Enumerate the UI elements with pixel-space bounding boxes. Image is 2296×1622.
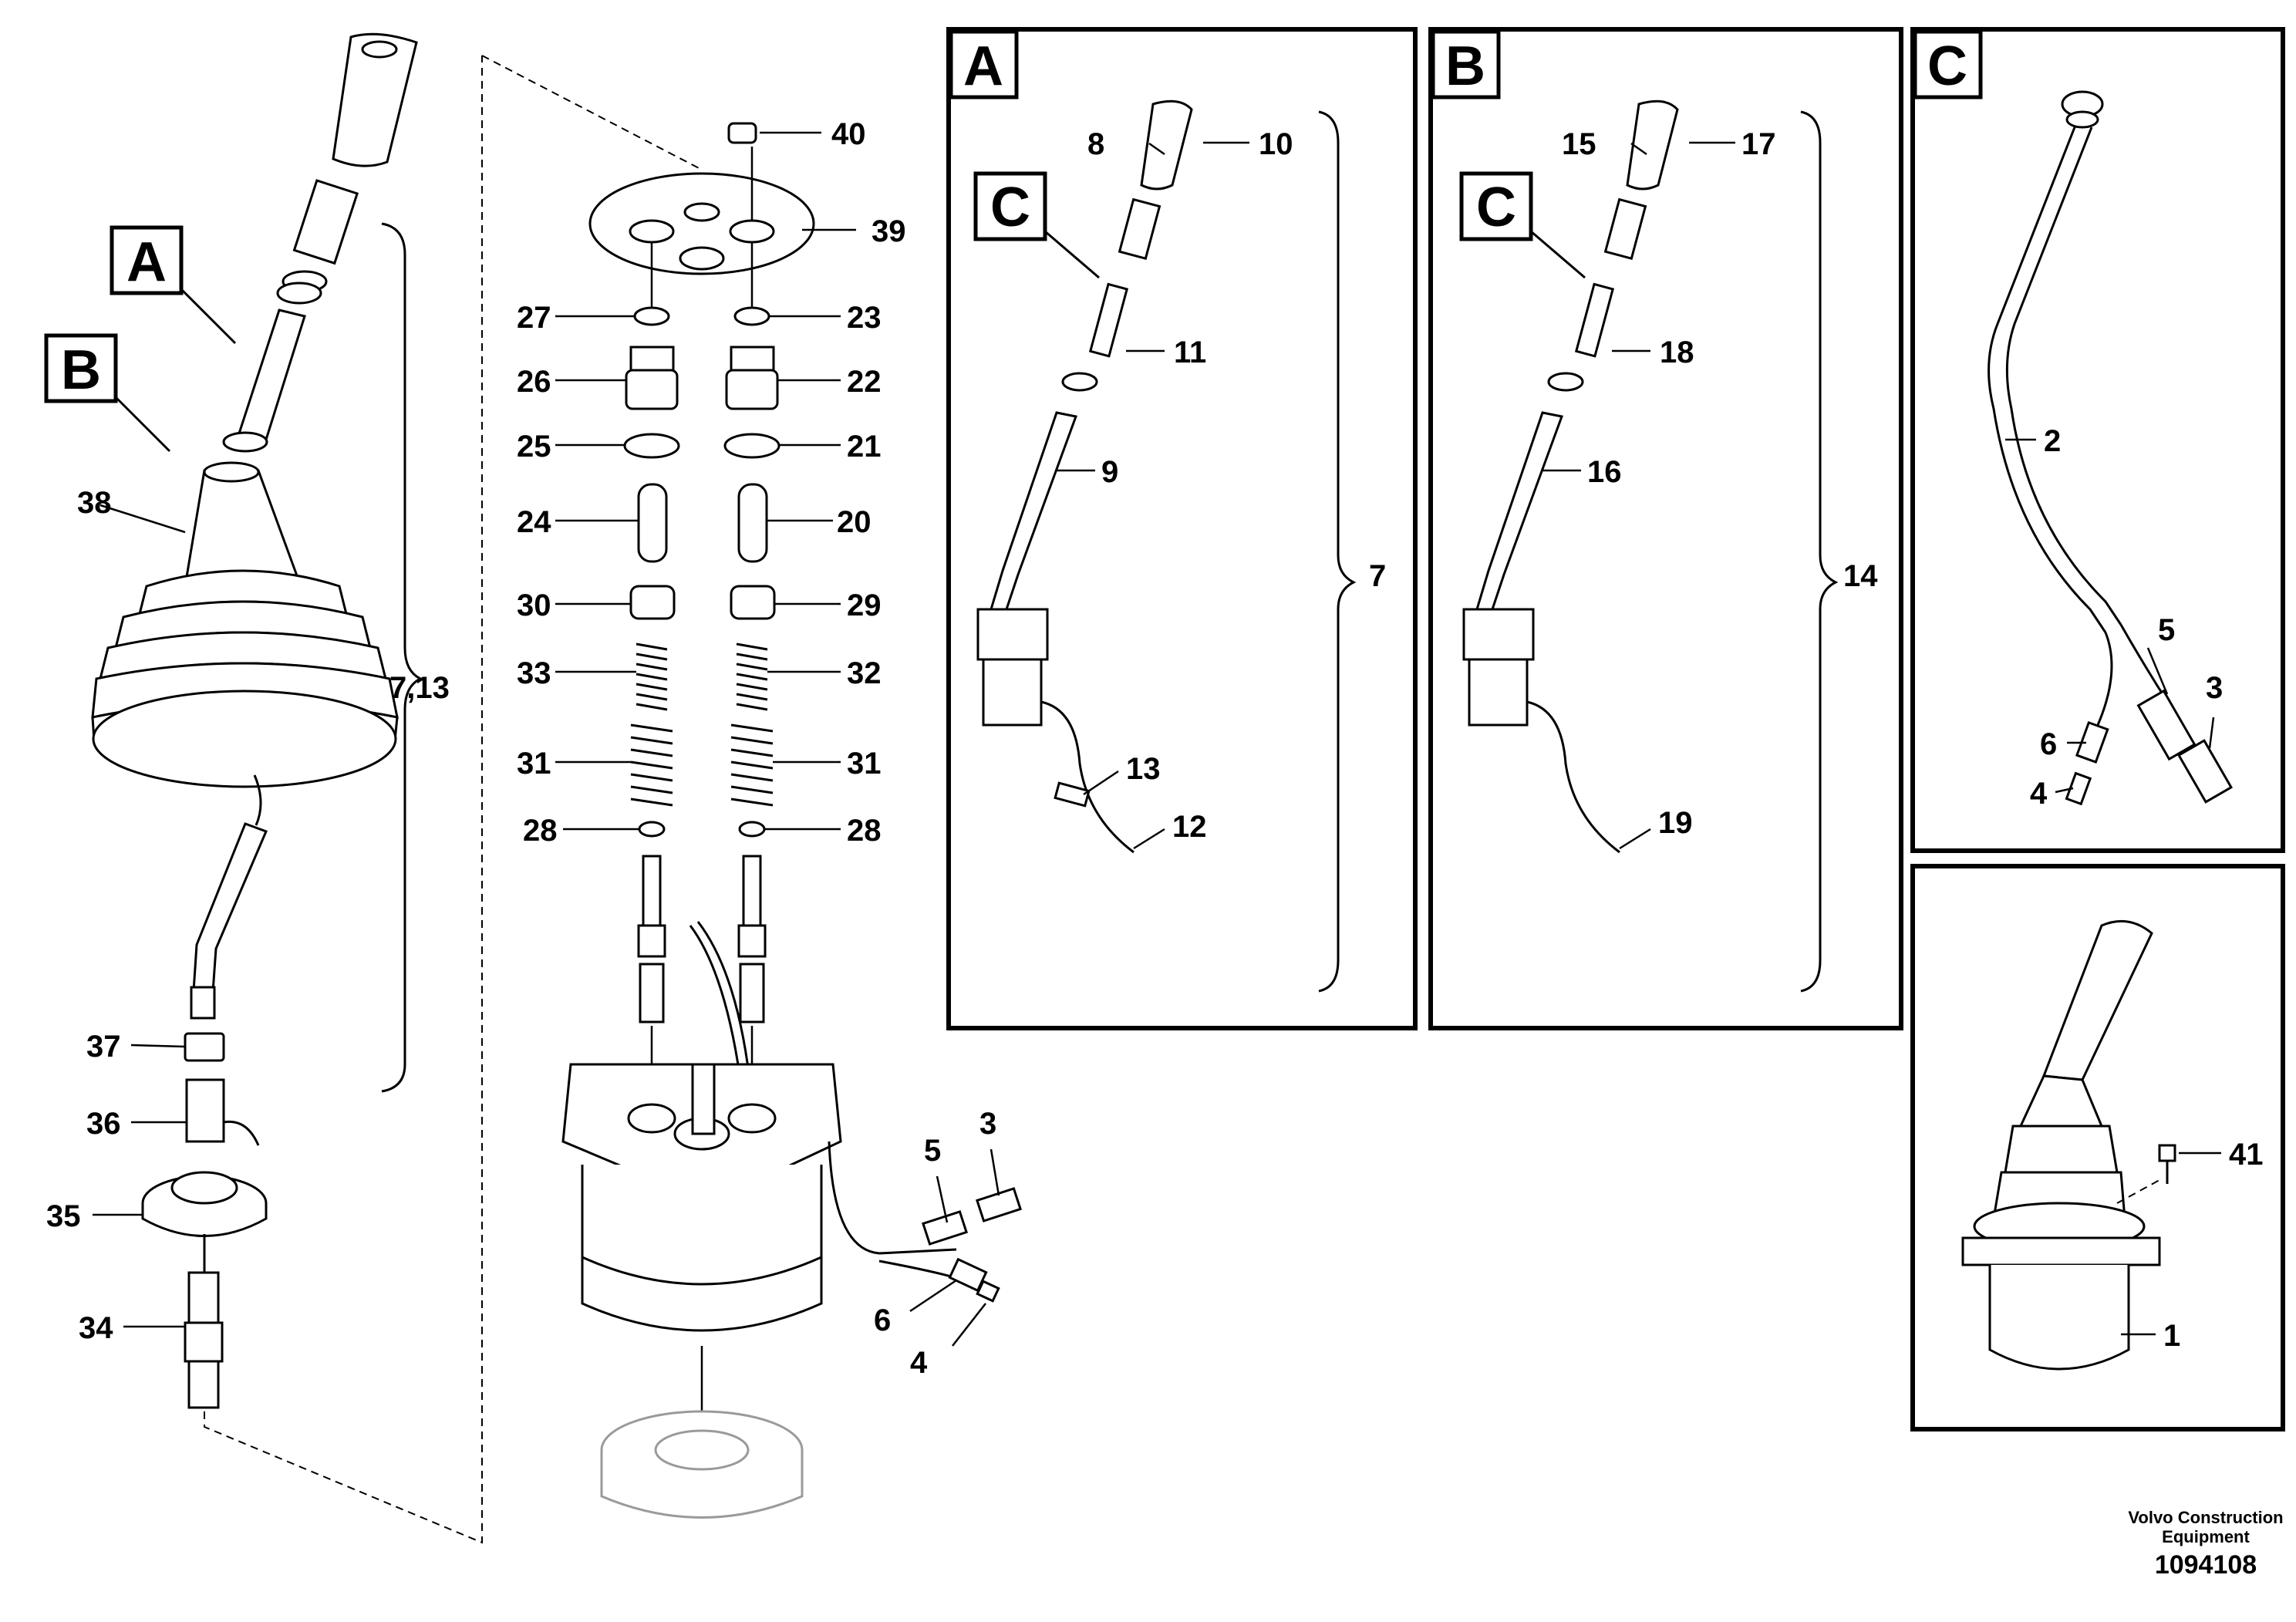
- company-name-line2: Equipment: [2162, 1527, 2250, 1546]
- callout-6-detail: 6: [2040, 727, 2057, 761]
- frame-a-sub-label-c: C: [990, 177, 1030, 238]
- callout-40: 40: [831, 117, 866, 151]
- frame-c-label: C: [1927, 35, 1967, 97]
- footer: Volvo Construction Equipment 1094108: [2128, 1508, 2283, 1580]
- callout-10: 10: [1259, 127, 1293, 161]
- callout-7-13: 7,13: [389, 671, 450, 705]
- callout-9: 9: [1101, 455, 1118, 489]
- callout-5-center: 5: [924, 1134, 941, 1168]
- callout-32: 32: [847, 656, 882, 690]
- callout-7: 7: [1369, 559, 1386, 593]
- boot-cone: [184, 469, 303, 588]
- detail-frame-a: A C: [946, 27, 1418, 1030]
- left-joystick-assembly: [91, 32, 483, 1544]
- callout-21: 21: [847, 430, 882, 464]
- callout-18: 18: [1660, 336, 1694, 369]
- callout-28-right: 28: [847, 814, 882, 848]
- left-label-a: A: [110, 225, 237, 345]
- callout-3-detail: 3: [2206, 671, 2223, 705]
- center-exploded-stack: [481, 55, 1022, 1519]
- callout-13: 13: [1126, 752, 1161, 786]
- callout-38: 38: [77, 486, 112, 520]
- frame-b-sub-label-c: C: [1476, 177, 1516, 238]
- callout-17: 17: [1741, 127, 1776, 161]
- callout-35: 35: [46, 1199, 81, 1233]
- drawing-number: 1094108: [2155, 1550, 2257, 1580]
- callout-numbers: 38 7,13 37 36 35 34 40 39 27 26 25 24 30…: [46, 117, 2264, 1380]
- callout-23: 23: [847, 301, 882, 335]
- callout-22: 22: [847, 365, 882, 399]
- detail-label-b: B: [61, 339, 101, 401]
- frame-a-label: A: [963, 35, 1003, 97]
- callout-15: 15: [1562, 127, 1596, 161]
- callout-33: 33: [517, 656, 551, 690]
- left-label-b: B: [44, 333, 171, 453]
- callout-3-center: 3: [979, 1107, 996, 1141]
- callout-29: 29: [847, 588, 882, 622]
- callout-25: 25: [517, 430, 551, 464]
- frame-b-label: B: [1445, 35, 1485, 97]
- callout-24: 24: [517, 505, 551, 539]
- callout-14: 14: [1843, 559, 1878, 593]
- callout-1: 1: [2163, 1319, 2180, 1353]
- callout-11: 11: [1174, 336, 1206, 369]
- callout-26: 26: [517, 365, 551, 399]
- callout-2: 2: [2044, 424, 2061, 458]
- callout-27: 27: [517, 301, 551, 335]
- detail-frame-b: B C: [1428, 27, 1903, 1030]
- callout-37: 37: [86, 1030, 121, 1064]
- callout-12: 12: [1172, 810, 1207, 844]
- callout-31-left: 31: [517, 747, 551, 781]
- leader-lines: [93, 131, 2221, 1347]
- callout-41: 41: [2229, 1138, 2264, 1172]
- callout-4-detail: 4: [2030, 777, 2048, 811]
- callout-4-center: 4: [910, 1346, 928, 1380]
- company-name-line1: Volvo Construction: [2128, 1508, 2283, 1527]
- callout-28-left: 28: [523, 814, 558, 848]
- callout-16: 16: [1587, 455, 1622, 489]
- callout-19: 19: [1658, 806, 1693, 840]
- detail-frame-c: C: [1910, 27, 2285, 853]
- callout-5-detail: 5: [2158, 613, 2175, 647]
- callout-36: 36: [86, 1107, 121, 1141]
- callout-34: 34: [79, 1311, 113, 1345]
- detail-label-a: A: [126, 231, 167, 293]
- callout-31-right: 31: [847, 747, 882, 781]
- callout-6-center: 6: [874, 1303, 891, 1337]
- callout-20: 20: [837, 505, 872, 539]
- right-column-parts: [723, 147, 781, 1111]
- callout-39: 39: [872, 214, 906, 248]
- callout-30: 30: [517, 588, 551, 622]
- detail-frame-assembled: [1910, 864, 2285, 1431]
- knob-part: [332, 32, 418, 167]
- callout-8: 8: [1087, 127, 1104, 161]
- left-column-parts: [623, 243, 680, 1111]
- housing-body: [581, 1165, 823, 1332]
